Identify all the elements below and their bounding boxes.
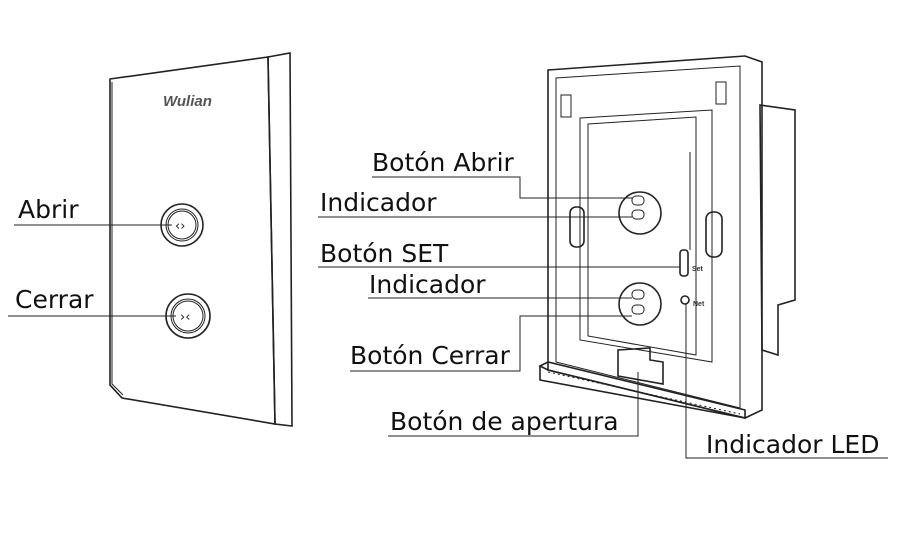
front-switch-panel: Wulian ‹› ›‹ Abrir Cerrar (8, 52, 293, 427)
leader-led-indicator (685, 304, 888, 459)
close-arrows-icon: ›‹ (180, 310, 190, 325)
net-mark: Net (693, 301, 705, 308)
led-indicator (680, 295, 690, 305)
label-release-button: Botón de apertura (390, 407, 619, 436)
label-indicator-top: Indicador (320, 188, 437, 217)
bottom-indicator-led (631, 289, 645, 300)
label-set-button: Botón SET (320, 239, 449, 268)
leader-release-button (388, 372, 639, 437)
leader-close-button (350, 315, 632, 372)
label-open: Abrir (18, 195, 79, 224)
label-led-indicator: Indicador LED (706, 430, 879, 459)
label-close: Cerrar (15, 285, 94, 314)
back-open-button[interactable] (618, 191, 662, 235)
top-indicator-led (631, 195, 645, 206)
set-mark: Set (692, 266, 704, 273)
label-indicator-bottom: Indicador (369, 270, 486, 299)
back-switch-module: Set Net Botón Abrir Indicador Botón SET … (318, 55, 888, 459)
brand-logo: Wulian (163, 93, 212, 110)
label-close-button: Botón Cerrar (350, 341, 511, 370)
leader-open-button (372, 176, 632, 199)
open-arrows-icon: ‹› (175, 219, 185, 234)
release-tab[interactable] (617, 347, 664, 385)
label-open-button: Botón Abrir (372, 148, 515, 177)
set-button[interactable] (679, 249, 689, 277)
back-close-button[interactable] (618, 282, 662, 326)
